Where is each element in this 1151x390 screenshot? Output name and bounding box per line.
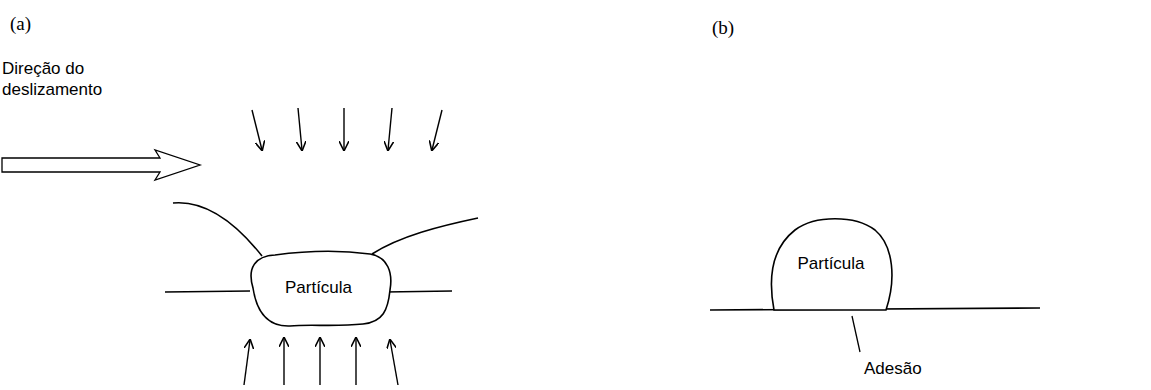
particle: Partícula <box>770 218 892 310</box>
pressure-arrows-top <box>252 108 442 150</box>
panel-label: (b) <box>712 16 734 40</box>
particle-label: Partícula <box>285 278 352 298</box>
particle-shape <box>772 219 892 310</box>
pressure-arrow <box>343 108 344 150</box>
upper-surface <box>173 203 262 256</box>
pressure-arrow <box>390 340 398 385</box>
particle-shape <box>251 251 391 326</box>
particle: Partícula <box>245 248 392 328</box>
annotation: Adesão <box>864 358 922 379</box>
pressure-arrow <box>252 110 262 150</box>
lower-surface <box>385 291 452 292</box>
pressure-arrow <box>432 110 442 150</box>
leader-line <box>852 316 860 352</box>
pressure-arrow <box>298 108 302 150</box>
pressure-arrow <box>283 338 284 385</box>
upper-surface <box>372 218 478 254</box>
pressure-arrows-bottom <box>244 338 398 385</box>
lower-surface <box>165 291 250 292</box>
particle-label: Partícula <box>797 254 864 274</box>
panel-label: (a) <box>10 12 31 36</box>
pressure-arrow <box>319 338 320 385</box>
annotation: Direção do deslizamento <box>2 58 132 101</box>
pressure-arrow <box>388 108 392 150</box>
sliding-arrow <box>2 150 200 180</box>
pressure-arrow <box>355 338 356 385</box>
pressure-arrow <box>244 340 250 385</box>
